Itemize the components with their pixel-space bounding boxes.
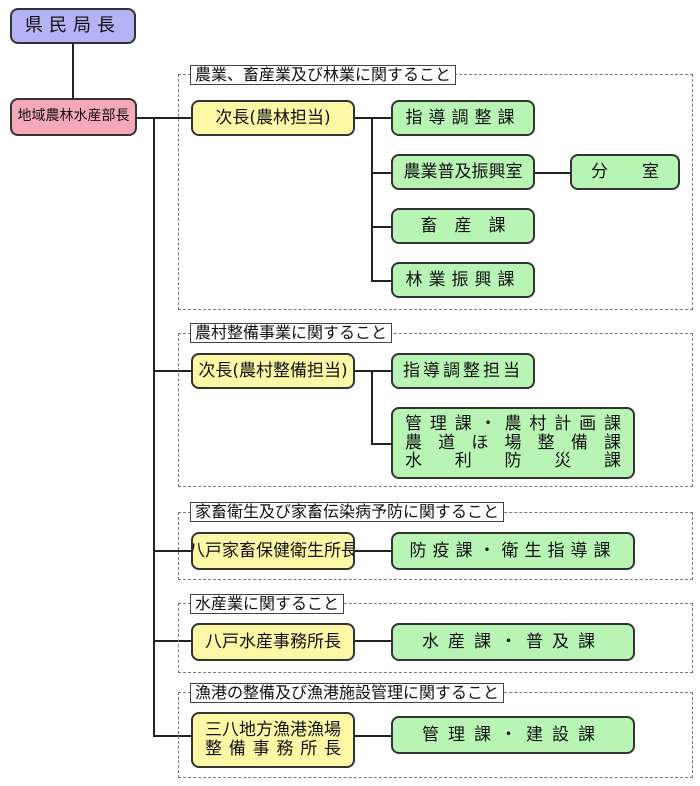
box-forestry-promotion-section: 林業振興課: [391, 262, 535, 298]
g3-h: [354, 550, 391, 552]
box-vice-director-rural-development: 次長(農村整備担当): [191, 353, 355, 389]
g4-h: [354, 640, 391, 642]
branch-1: [153, 117, 191, 119]
g2-b2: [371, 443, 391, 445]
group-label-agriculture: 農業、畜産業及び林業に関すること: [190, 65, 457, 85]
box-vice-director-agriculture-forestry: 次長(農林担当): [191, 100, 355, 136]
trunk-line: [153, 117, 155, 736]
branch-3: [153, 550, 191, 552]
connector-dept-trunk: [136, 117, 154, 119]
box-guidance-coordination-staff: 指導調整担当: [391, 353, 535, 389]
group-label-rural-development: 農村整備事業に関すること: [190, 323, 393, 343]
kanri-line-2: 農道ほ場整備課: [405, 432, 621, 453]
box-agriculture-department-head: 地域農林水産部長: [10, 98, 137, 136]
group-label-fishing-port: 漁港の整備及び漁港施設管理に関すること: [190, 683, 505, 703]
kanri-line-1: 管理課・農村計画課: [405, 413, 621, 434]
box-guidance-coordination-section: 指導調整課: [391, 100, 535, 136]
head-5-line-1: 三八地方漁港漁場: [205, 720, 341, 741]
g1-b2: [371, 172, 391, 174]
box-sanpachi-fishing-port-office-director: 三八地方漁港漁場 整備事務所長: [191, 712, 355, 768]
kanri-line-3: 水利防災課: [405, 451, 621, 472]
g1-b4: [371, 280, 391, 282]
head-5-line-2: 整備事務所長: [205, 739, 341, 759]
box-management-construction-sections: 管理課・建設課: [391, 716, 635, 754]
branch-2: [153, 370, 191, 372]
connector-top-dept: [72, 43, 74, 98]
group-fisheries: [178, 603, 693, 673]
box-livestock-section: 畜 産 課: [391, 208, 535, 244]
g2-v: [371, 370, 373, 444]
branch-5: [153, 735, 191, 737]
group-label-livestock-hygiene: 家畜衛生及び家畜伝染病予防に関すること: [190, 502, 505, 522]
box-prefectural-director: 県民局長: [10, 8, 136, 44]
group-rural-development: [178, 333, 693, 487]
box-management-rural-planning-sections: 管理課・農村計画課 農道ほ場整備課 水利防災課: [391, 407, 635, 479]
g1-b3: [371, 226, 391, 228]
box-branch-office: 分 室: [570, 154, 680, 190]
g1-v: [371, 117, 373, 280]
group-label-fisheries: 水産業に関すること: [190, 594, 345, 614]
box-fisheries-extension-sections: 水産課・普及課: [391, 623, 635, 661]
box-hachinohe-fisheries-office-director: 八戸水産事務所長: [191, 623, 355, 661]
branch-4: [153, 640, 191, 642]
g5-h: [354, 735, 391, 737]
box-epidemic-prevention-hygiene-sections: 防疫課・衛生指導課: [391, 532, 635, 570]
box-agricultural-extension-office: 農業普及振興室: [391, 154, 535, 190]
g1-bunshitsu: [534, 172, 570, 174]
box-hachinohe-livestock-hygiene-director: 八戸家畜保健衛生所長: [191, 532, 355, 570]
